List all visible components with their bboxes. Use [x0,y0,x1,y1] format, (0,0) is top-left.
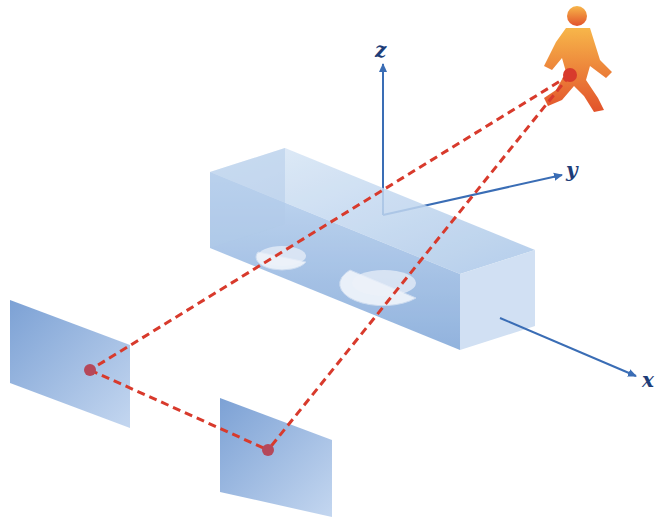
source-point [563,68,577,82]
ray-lines [90,75,570,450]
axis-label: z [375,40,386,60]
image-point [262,444,274,456]
axis-label: y [566,160,578,180]
image-point [84,364,96,376]
x-axis [500,318,636,376]
axis-label: x [642,370,654,390]
sensor-panel [10,300,130,428]
sensor-panel [220,398,332,517]
